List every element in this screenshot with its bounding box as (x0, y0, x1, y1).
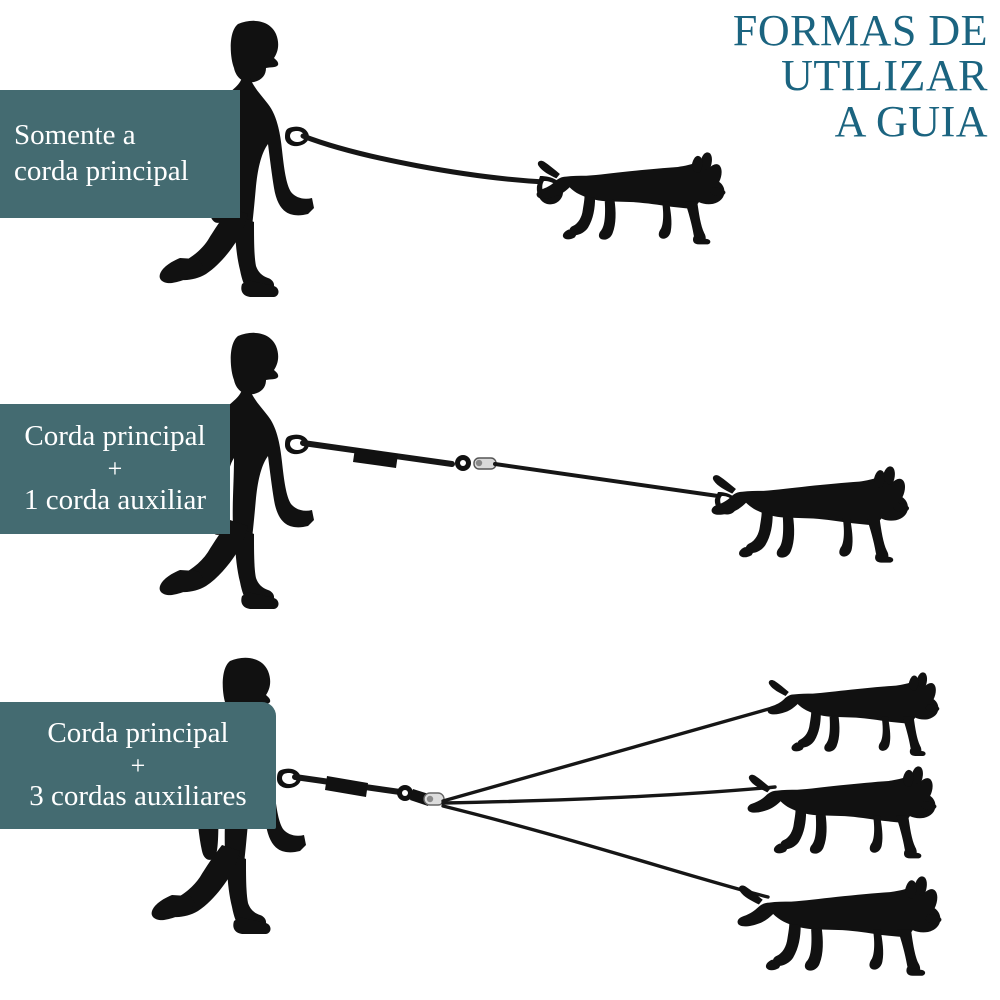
row-1-dog-silhouette (536, 152, 726, 245)
caption-box-row-1: Somente a corda principal (0, 90, 240, 218)
row-3-dog-silhouette-3 (737, 876, 942, 976)
row-2-padded-grip (353, 448, 398, 468)
caption-row-3-line-3: 3 cordas auxiliares (29, 780, 247, 813)
row-2-auxiliary-rope (493, 462, 727, 499)
row-2-illustration (159, 332, 910, 609)
caption-row-2-line-1: Corda principal (24, 420, 206, 453)
caption-row-2-line-3: 1 corda auxiliar (24, 483, 206, 516)
row-1-illustration (159, 20, 726, 298)
row-1-leash-handle-icon (285, 126, 309, 147)
row-2-swivel-ring-icon (455, 455, 471, 471)
row-3-auxiliary-rope-1 (441, 701, 792, 803)
row-1-main-rope (300, 133, 548, 185)
caption-row-3-plus-sign: + (130, 750, 146, 780)
caption-row-3-line-1: Corda principal (47, 716, 229, 749)
caption-row-1-line-1: Somente a (14, 119, 136, 152)
caption-box-row-2: Corda principal + 1 corda auxiliar (0, 404, 230, 534)
row-3-illustration (151, 657, 942, 976)
row-3-dog-silhouette-2 (747, 766, 937, 859)
caption-box-row-3: Corda principal + 3 cordas auxiliares (0, 702, 276, 829)
row-3-three-way-splitter-icon (410, 789, 445, 806)
row-2-dog-silhouette (711, 466, 910, 563)
row-3-swivel-ring-icon (397, 785, 413, 801)
caption-row-1-line-2: corda principal (14, 155, 189, 187)
row-2-snap-connector-icon (473, 457, 497, 470)
row-3-auxiliary-rope-2 (441, 785, 777, 805)
caption-row-2-plus-sign: + (107, 454, 123, 484)
row-3-padded-grip (325, 776, 368, 797)
row-3-dog-silhouette-1 (767, 672, 940, 756)
row-3-auxiliary-rope-3 (441, 804, 770, 899)
